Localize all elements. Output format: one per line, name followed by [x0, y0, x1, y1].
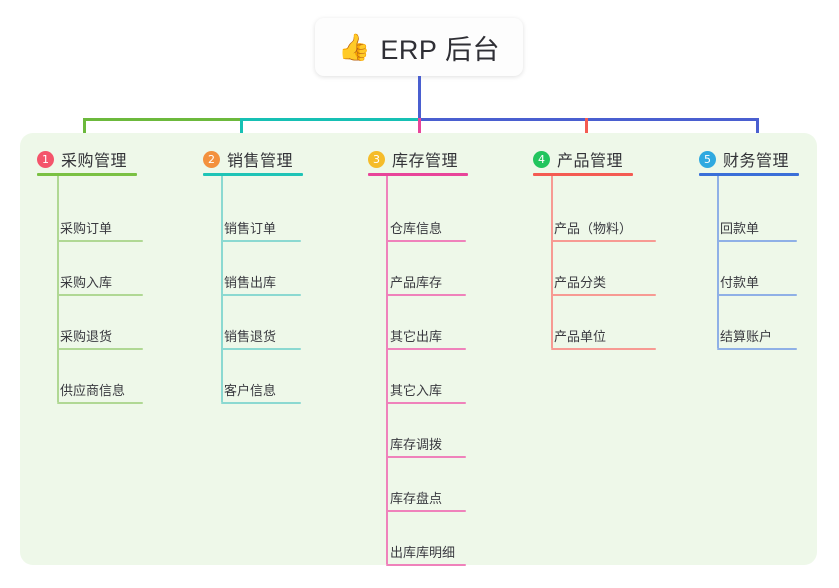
thumbs-up-icon: 👍 [338, 32, 371, 62]
branch-number-badge: 2 [203, 150, 220, 168]
leaf-item-销售出库[interactable]: 销售出库 [224, 275, 277, 290]
leaf-item-销售订单[interactable]: 销售订单 [224, 221, 277, 236]
leaf-item-rule [57, 294, 143, 296]
leaf-item-库存调拨[interactable]: 库存调拨 [390, 437, 443, 452]
branch-trunk-line [221, 176, 223, 402]
branch-title: 库存管理 [392, 153, 459, 170]
branch-header-销售管理[interactable]: 2 销售管理 [203, 147, 293, 171]
leaf-item-结算账户[interactable]: 结算账户 [720, 329, 773, 344]
branch-header-rule [37, 173, 137, 176]
leaf-item-付款单[interactable]: 付款单 [720, 275, 760, 290]
leaf-item-rule [221, 240, 301, 242]
leaf-item-供应商信息[interactable]: 供应商信息 [60, 383, 126, 398]
leaf-item-rule [57, 240, 143, 242]
branch-header-rule [368, 173, 468, 176]
branch-header-rule [203, 173, 303, 176]
branch-trunk-line [386, 176, 388, 564]
leaf-item-采购入库[interactable]: 采购入库 [60, 275, 113, 290]
branch-number-badge: 5 [699, 150, 716, 168]
leaf-item-rule [717, 294, 797, 296]
leaf-item-产品分类[interactable]: 产品分类 [554, 275, 607, 290]
branch-title: 产品管理 [557, 153, 624, 170]
branch-header-rule [699, 173, 799, 176]
branch-header-库存管理[interactable]: 3 库存管理 [368, 147, 458, 171]
connector-bar-segment-3 [419, 118, 757, 121]
leaf-item-rule [386, 348, 466, 350]
connector-bar-segment-1 [83, 118, 241, 121]
leaf-item-出库库明细[interactable]: 出库库明细 [390, 545, 456, 560]
leaf-item-rule [386, 294, 466, 296]
leaf-item-rule [221, 294, 301, 296]
leaf-item-rule [386, 456, 466, 458]
connector-bar-segment-2 [241, 118, 419, 121]
branch-header-采购管理[interactable]: 1 采购管理 [37, 147, 127, 171]
leaf-item-回款单[interactable]: 回款单 [720, 221, 760, 236]
leaf-item-产品单位[interactable]: 产品单位 [554, 329, 607, 344]
branch-number-badge: 1 [37, 150, 54, 168]
leaf-item-采购订单[interactable]: 采购订单 [60, 221, 113, 236]
root-stem-line [418, 76, 421, 120]
leaf-item-rule [551, 240, 656, 242]
leaf-item-客户信息[interactable]: 客户信息 [224, 383, 277, 398]
leaf-item-rule [551, 348, 656, 350]
branch-trunk-line [717, 176, 719, 348]
branch-header-产品管理[interactable]: 4 产品管理 [533, 147, 623, 171]
branch-column-库存管理: 3 库存管理仓库信息产品库存其它出库其它入库库存调拨库存盘点出库库明细 [368, 133, 518, 566]
branch-header-财务管理[interactable]: 5 财务管理 [699, 147, 789, 171]
leaf-item-其它入库[interactable]: 其它入库 [390, 383, 443, 398]
leaf-item-rule [386, 510, 466, 512]
leaf-item-rule [57, 402, 143, 404]
branch-trunk-line [551, 176, 553, 348]
leaf-item-rule [717, 240, 797, 242]
branch-number-badge: 4 [533, 150, 550, 168]
branch-column-产品管理: 4 产品管理产品（物料） 产品分类产品单位 [533, 133, 708, 565]
root-node[interactable]: 👍 ERP 后台 [315, 18, 523, 76]
leaf-item-rule [221, 402, 301, 404]
leaf-item-rule [221, 348, 301, 350]
branch-title: 财务管理 [723, 153, 790, 170]
leaf-item-其它出库[interactable]: 其它出库 [390, 329, 443, 344]
leaf-item-产品库存[interactable]: 产品库存 [390, 275, 443, 290]
leaf-item-采购退货[interactable]: 采购退货 [60, 329, 113, 344]
branch-column-销售管理: 2 销售管理销售订单销售出库销售退货客户信息 [203, 133, 353, 565]
leaf-item-库存盘点[interactable]: 库存盘点 [390, 491, 443, 506]
root-title: ERP 后台 [380, 34, 500, 65]
leaf-item-rule [386, 402, 466, 404]
leaf-item-rule [57, 348, 143, 350]
leaf-item-rule [717, 348, 797, 350]
leaf-item-rule [386, 564, 466, 566]
branch-title: 采购管理 [61, 153, 128, 170]
branch-column-财务管理: 5 财务管理回款单付款单结算账户 [699, 133, 839, 565]
leaf-item-rule [551, 294, 656, 296]
branch-header-rule [533, 173, 633, 176]
leaf-item-仓库信息[interactable]: 仓库信息 [390, 221, 443, 236]
branch-title: 销售管理 [227, 153, 294, 170]
branch-number-badge: 3 [368, 150, 385, 168]
leaf-item-产品（物料）[interactable]: 产品（物料） [554, 221, 633, 236]
branch-trunk-line [57, 176, 59, 402]
leaf-item-销售退货[interactable]: 销售退货 [224, 329, 277, 344]
leaf-item-rule [386, 240, 466, 242]
branch-column-采购管理: 1 采购管理采购订单采购入库采购退货供应商信息 [37, 133, 193, 565]
